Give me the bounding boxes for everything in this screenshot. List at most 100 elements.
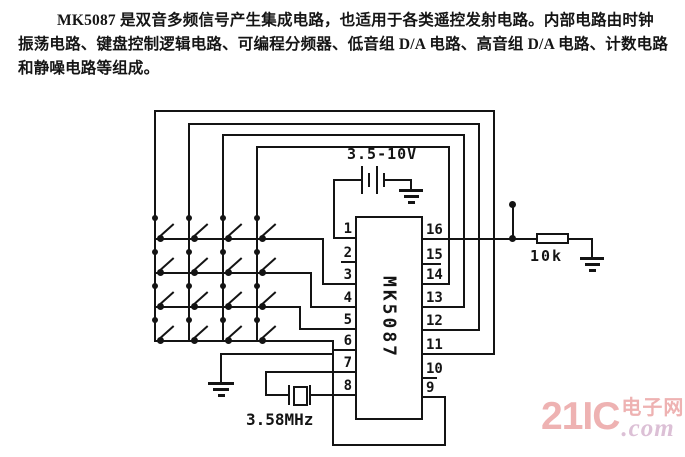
keypad-switch-part	[254, 317, 260, 323]
keypad-switch-part	[225, 235, 232, 242]
watermark-suffix: .com	[621, 415, 675, 442]
loop1-right	[493, 110, 495, 355]
keypad-switch-part	[152, 317, 158, 323]
keypad-switch-part	[220, 215, 226, 221]
pin5-wire	[299, 328, 355, 330]
keypad-switch-part	[225, 303, 232, 310]
resistor-ground-lead	[591, 238, 593, 257]
pin7-wire	[265, 371, 355, 373]
keypad-switch-part	[225, 269, 232, 276]
row3-jog	[299, 306, 301, 330]
crystal-left-lead	[265, 394, 289, 396]
keypad-switch-part	[193, 291, 209, 305]
keypad-switch-part	[254, 215, 260, 221]
pin9-wire	[423, 396, 446, 398]
keypad-switch-part	[193, 223, 209, 237]
row2-jog	[310, 272, 312, 308]
pin-label-5: 5	[343, 312, 352, 328]
keypad-switch-part	[193, 325, 209, 339]
keypad-switch-part	[254, 249, 260, 255]
common-vertical	[332, 340, 334, 446]
pin8-wire	[311, 394, 355, 396]
description-line-2: 振荡电路、键盘控制逻辑电路、可编程分频器、低音组 D/A 电路、高音组 D/A …	[18, 36, 669, 53]
common-ground-lead	[220, 353, 222, 382]
resistor-10k	[536, 233, 569, 244]
pin6-wire	[332, 349, 355, 351]
keypad-switch-part	[220, 317, 226, 323]
keypad-switch-part	[191, 303, 198, 310]
watermark-brand: 21IC	[541, 395, 620, 438]
keypad-switch-part	[259, 235, 266, 242]
keypad-column-4	[256, 146, 258, 341]
keypad-switch-part	[186, 283, 192, 289]
output-terminal-dot	[509, 201, 516, 208]
keypad-switch-part	[152, 283, 158, 289]
loop3-top	[222, 134, 465, 136]
pin16-wire	[423, 238, 536, 240]
keypad-switch-part	[152, 249, 158, 255]
loop1-top	[154, 110, 495, 112]
keypad-switch-part	[186, 215, 192, 221]
keypad-switch-part	[157, 235, 164, 242]
ic-mk5087	[355, 216, 423, 420]
loop2-top	[188, 123, 480, 125]
keypad-switch-part	[254, 283, 260, 289]
watermark: 21IC 电子网 .com	[541, 395, 684, 442]
pin2-stub	[341, 261, 355, 263]
keypad-switch-part	[191, 337, 198, 344]
keypad-switch-part	[259, 337, 266, 344]
keypad-switch-part	[191, 235, 198, 242]
keypad-switch-part	[157, 269, 164, 276]
loop3-right	[463, 134, 465, 308]
output-terminal-stub	[512, 205, 514, 238]
pin-label-1: 1	[343, 221, 352, 237]
keypad-column-3	[222, 134, 224, 341]
keypad-switch-part	[227, 291, 243, 305]
loop2-right	[478, 123, 480, 331]
pin-label-16: 16	[426, 222, 443, 238]
keypad-switch-part	[261, 223, 277, 237]
pin-label-8: 8	[343, 378, 352, 394]
keypad-switch-part	[220, 283, 226, 289]
pin10-stub	[423, 377, 437, 379]
pin3-wire	[322, 283, 355, 285]
pin-label-3: 3	[343, 267, 352, 283]
pin15-stub	[423, 263, 441, 265]
keypad-switch-part	[191, 269, 198, 276]
keypad-switch-part	[193, 257, 209, 271]
pin11-wire	[423, 353, 495, 355]
battery-ground-lead	[410, 179, 412, 190]
pin4-wire	[310, 306, 355, 308]
keypad-switch-part	[259, 269, 266, 276]
description-line-1: MK5087 是双音多频信号产生集成电路，也适用于各类遥控发射电路。内部电路由时…	[57, 12, 654, 29]
keypad-switch-part	[159, 291, 175, 305]
pin1-wire	[333, 237, 355, 239]
keypad-switch-part	[261, 325, 277, 339]
pin-label-6: 6	[343, 333, 352, 349]
pin-label-15: 15	[426, 247, 443, 263]
bottom-loop-wire	[332, 444, 446, 446]
keypad-switch-part	[186, 249, 192, 255]
pin9-down	[444, 396, 446, 446]
pin-label-14: 14	[426, 267, 443, 283]
pin13-wire	[423, 306, 465, 308]
keypad-switch-part	[227, 325, 243, 339]
loop4-top	[256, 146, 450, 148]
keypad-switch-part	[227, 223, 243, 237]
keypad-switch-part	[225, 337, 232, 344]
pin-label-11: 11	[426, 337, 443, 353]
pin-label-10: 10	[426, 361, 443, 377]
keypad-switch-part	[227, 257, 243, 271]
keypad-switch-part	[152, 215, 158, 221]
resistor-out-wire	[569, 238, 592, 240]
description-line-3: 和静噪电路等组成。	[18, 60, 160, 77]
pin-label-2: 2	[343, 245, 352, 261]
pin-label-13: 13	[426, 290, 443, 306]
pin-label-12: 12	[426, 313, 443, 329]
pin12-wire	[423, 329, 480, 331]
vdd-to-pin1	[333, 179, 335, 239]
keypad-switch-part	[186, 317, 192, 323]
row1-jog	[322, 238, 324, 285]
keypad-switch-part	[220, 249, 226, 255]
